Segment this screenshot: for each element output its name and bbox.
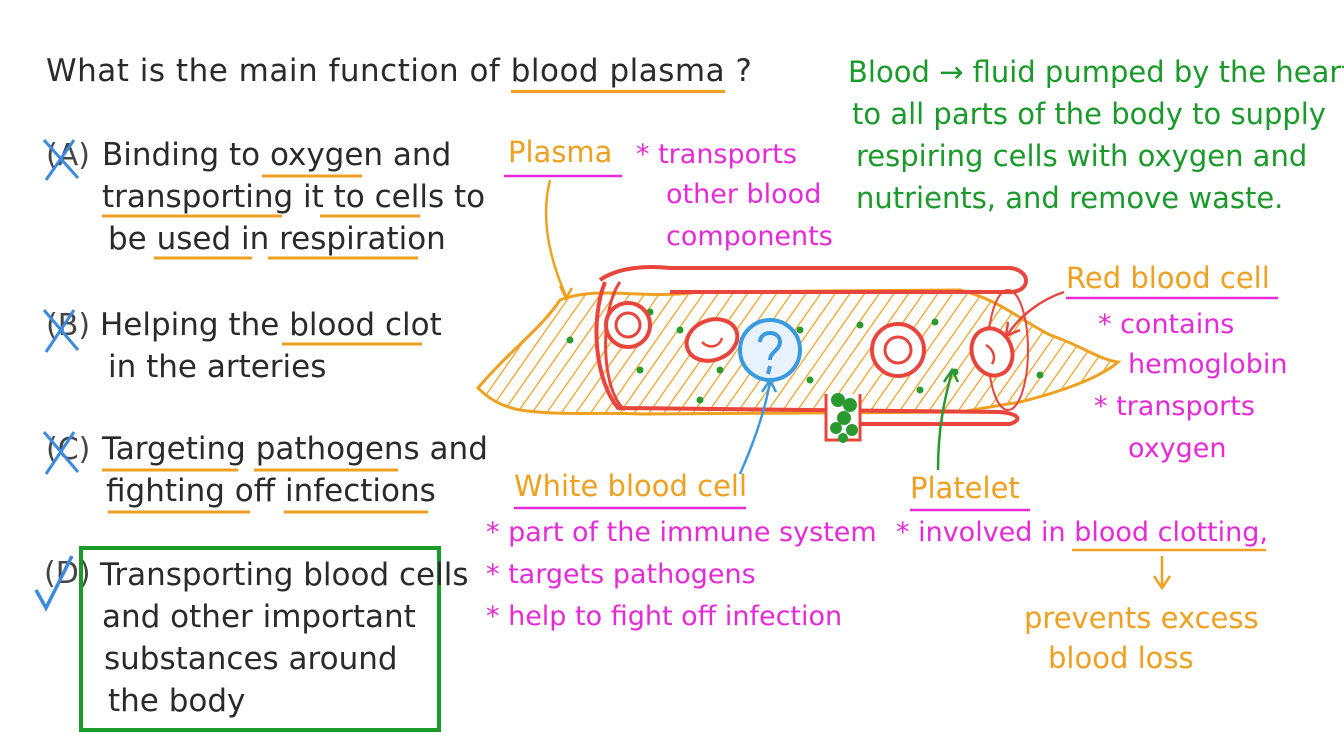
white-cell-note-3: * help to fight off infection — [486, 601, 843, 632]
platelet-note-suffix: , — [1259, 517, 1268, 548]
platelet-note-prefix: * involved in — [896, 517, 1075, 548]
option-c-line-2: fighting off infections — [106, 473, 436, 509]
red-cell-note-2: hemoglobin — [1128, 349, 1288, 380]
red-cell-label: Red blood cell — [1066, 261, 1270, 295]
definition-line-4: nutrients, and remove waste. — [856, 181, 1284, 215]
plasma-note-3: components — [666, 221, 833, 252]
question-suffix: ? — [725, 53, 753, 89]
option-c-line-1: Targeting pathogens and — [102, 431, 488, 467]
platelet-note: * involved in blood clotting, — [896, 517, 1268, 548]
option-b-line-1: Helping the blood clot — [100, 307, 442, 343]
consequence-line-1: prevents excess — [1024, 601, 1259, 635]
option-d-line-1: Transporting blood cells — [100, 557, 469, 593]
definition-line-3: respiring cells with oxygen and — [856, 139, 1308, 173]
option-a-line-1: Binding to oxygen and — [102, 137, 452, 173]
red-blood-cells — [604, 301, 1015, 378]
red-cell-note-3: * transports — [1094, 391, 1255, 422]
platelet-arrow — [936, 367, 960, 471]
tick-mark-d — [34, 555, 74, 612]
cross-mark-b — [42, 309, 80, 353]
red-cell-note-1: * contains — [1098, 309, 1235, 340]
option-underlines — [102, 174, 428, 514]
definition-line-1: Blood → fluid pumped by the heart — [848, 55, 1344, 89]
consequence-arrow — [1152, 556, 1172, 591]
option-d-letter[interactable]: (D) — [44, 556, 91, 591]
blood-clot — [830, 393, 858, 443]
option-a-line-3: be used in respiration — [108, 221, 446, 257]
question-term: blood plasma — [510, 53, 726, 93]
plasma-label: Plasma — [508, 135, 613, 169]
white-cell-note-1: * part of the immune system — [486, 517, 877, 548]
label-underlines — [504, 174, 1278, 512]
consequence-line-2: blood loss — [1048, 641, 1194, 675]
option-d-line-4: the body — [108, 683, 246, 719]
cross-mark-a — [42, 138, 80, 181]
plasma-note-2: other blood — [666, 179, 822, 210]
option-d-line-3: substances around — [104, 641, 398, 677]
platelet-note-term: blood clotting — [1074, 517, 1260, 548]
option-a-letter[interactable]: (A) — [46, 138, 90, 173]
plasma-arrow — [544, 179, 574, 301]
red-cell-arrow — [1004, 290, 1065, 339]
definition-line-2: to all parts of the body to supply — [852, 97, 1327, 131]
platelet-label: Platelet — [910, 471, 1020, 505]
white-cell-label: White blood cell — [514, 469, 748, 503]
option-c-letter[interactable]: (C) — [46, 432, 91, 467]
red-blood-cell-3 — [870, 322, 926, 378]
option-a-line-2: transporting it to cells to — [102, 179, 486, 215]
option-b-line-2: in the arteries — [108, 349, 327, 385]
question-prefix: What is the main function of — [46, 53, 511, 89]
correct-answer-box — [79, 546, 441, 732]
platelets — [566, 308, 1044, 404]
option-d-line-2: and other important — [102, 599, 416, 635]
red-blood-cell-2 — [684, 317, 740, 363]
cross-mark-c — [42, 431, 80, 475]
white-cell-note-2: * targets pathogens — [486, 559, 756, 590]
red-blood-cell-4 — [969, 326, 1015, 378]
white-cell-arrow — [738, 377, 778, 475]
plasma-note-1: * transports — [636, 139, 797, 170]
question-text: What is the main function of blood plasm… — [46, 53, 753, 93]
white-blood-cell — [738, 318, 802, 382]
red-cell-note-4: oxygen — [1128, 433, 1227, 464]
vessel-opening — [604, 281, 627, 412]
red-blood-cell-1 — [604, 301, 652, 349]
